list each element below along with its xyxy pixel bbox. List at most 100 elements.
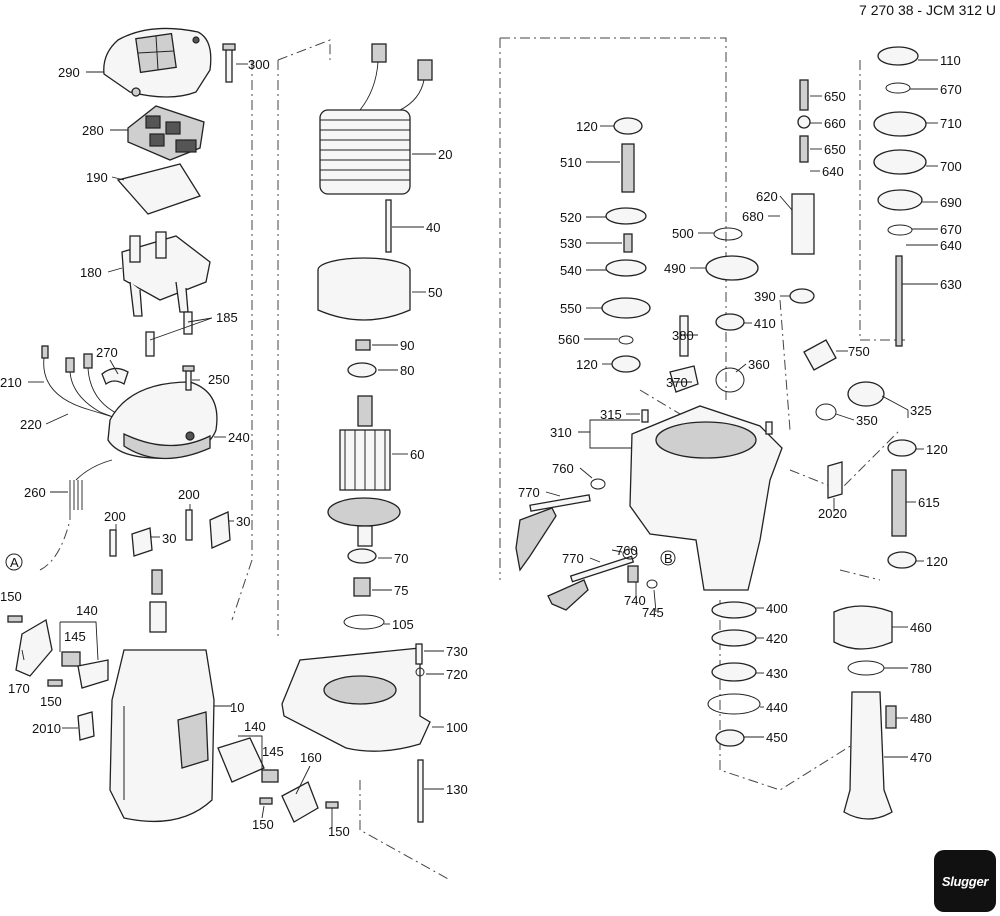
motor-flange-100	[281, 647, 431, 752]
callout-710: 710	[940, 116, 962, 131]
callout-70: 70	[394, 551, 408, 566]
callout-400: 400	[766, 601, 788, 616]
callout-750: 750	[848, 344, 870, 359]
callout-105: 105	[392, 617, 414, 632]
gear-shaft-stack-510-560	[601, 117, 651, 373]
callout-490: 490	[664, 261, 686, 276]
label-2010	[77, 711, 95, 741]
callout-770-a: 770	[518, 485, 540, 500]
callout-780: 780	[910, 661, 932, 676]
brush-holder-140-145	[61, 569, 167, 689]
callout-140-b: 140	[244, 719, 266, 734]
callout-250: 250	[208, 372, 230, 387]
callout-160: 160	[300, 750, 322, 765]
callout-700: 700	[940, 159, 962, 174]
handle-770-lower	[547, 548, 638, 611]
callout-260: 260	[24, 485, 46, 500]
callout-270: 270	[96, 345, 118, 360]
fan-baffle-50	[317, 257, 411, 321]
callout-730: 730	[446, 644, 468, 659]
callout-200-a: 200	[104, 509, 126, 524]
callout-470: 470	[910, 750, 932, 765]
o-ring-105	[343, 614, 385, 630]
marker-label-B: B	[664, 551, 673, 566]
callout-130: 130	[446, 782, 468, 797]
marker-label-A: A	[10, 555, 19, 570]
switch-keypad-280	[127, 105, 205, 161]
contact-185	[145, 311, 193, 357]
switch-carrier-180	[121, 231, 211, 317]
callout-30-b: 30	[236, 514, 250, 529]
callout-100: 100	[446, 720, 468, 735]
callout-670-a: 670	[940, 82, 962, 97]
callout-500: 500	[672, 226, 694, 241]
callout-145-a: 145	[64, 629, 86, 644]
brand-logo: Slugger	[934, 850, 996, 912]
screws-740-745	[627, 565, 658, 589]
callout-670-b: 670	[940, 222, 962, 237]
callout-640-b: 640	[940, 238, 962, 253]
callout-720: 720	[446, 667, 468, 682]
armature-60	[327, 395, 401, 547]
callout-145-b: 145	[262, 744, 284, 759]
callout-745: 745	[642, 605, 664, 620]
callout-770-b: 770	[562, 551, 584, 566]
callout-640-a: 640	[822, 164, 844, 179]
bearing-seat-90-80	[347, 339, 377, 378]
terminal-200-30-upper	[109, 509, 231, 557]
callout-620: 620	[756, 189, 778, 204]
screw-300	[222, 43, 236, 83]
callout-50: 50	[428, 285, 442, 300]
callout-660: 660	[824, 116, 846, 131]
cover-160	[281, 781, 319, 823]
cable-clip-270	[101, 367, 129, 386]
clip-500-gear-490	[705, 227, 759, 281]
callout-140-a: 140	[76, 603, 98, 618]
callout-530: 530	[560, 236, 582, 251]
callout-510: 510	[560, 155, 582, 170]
callout-520: 520	[560, 210, 582, 225]
leader-lines	[21, 59, 938, 828]
callout-410: 410	[754, 316, 776, 331]
callout-190: 190	[86, 170, 108, 185]
callout-110: 110	[940, 53, 961, 68]
circuit-board-190	[116, 163, 201, 215]
callout-170: 170	[8, 681, 30, 696]
gear-stack-110-690	[873, 46, 927, 347]
callout-360: 360	[748, 357, 770, 372]
callout-290: 290	[58, 65, 80, 80]
brush-cover-170	[15, 618, 53, 677]
callout-60: 60	[410, 447, 424, 462]
callout-680: 680	[742, 209, 764, 224]
callout-200-b: 200	[178, 487, 200, 502]
callout-650-a: 650	[824, 89, 846, 104]
callout-2020: 2020	[818, 506, 847, 521]
callout-280: 280	[82, 123, 104, 138]
callout-460: 460	[910, 620, 932, 635]
screws-730-720	[415, 643, 425, 677]
callout-40: 40	[426, 220, 440, 235]
gear-housing-310	[629, 405, 783, 591]
callout-150-d: 150	[328, 824, 350, 839]
screws-150-left	[7, 615, 63, 687]
callout-440: 440	[766, 700, 788, 715]
screw-40	[385, 199, 392, 253]
callout-760-a: 760	[552, 461, 574, 476]
label-2020	[827, 461, 843, 499]
callout-labels: 290 300 280 190 180 185 270 250 210 220 …	[0, 53, 962, 839]
switch-cover-290	[103, 27, 212, 98]
clip-360-bracket-370	[669, 365, 745, 393]
marker-B	[660, 550, 676, 566]
bearing-70	[347, 548, 377, 564]
callout-185: 185	[216, 310, 238, 325]
callout-2010: 2010	[32, 721, 61, 736]
marker-A	[5, 553, 23, 571]
wire-coil-260	[69, 459, 113, 510]
callout-180: 180	[80, 265, 102, 280]
spring-stack-650-640	[789, 79, 815, 304]
callout-120-d: 120	[926, 554, 948, 569]
callout-210: 210	[0, 375, 22, 390]
callout-540: 540	[560, 263, 582, 278]
callout-760-b: 760	[616, 543, 638, 558]
callout-150-a: 150	[0, 589, 22, 604]
